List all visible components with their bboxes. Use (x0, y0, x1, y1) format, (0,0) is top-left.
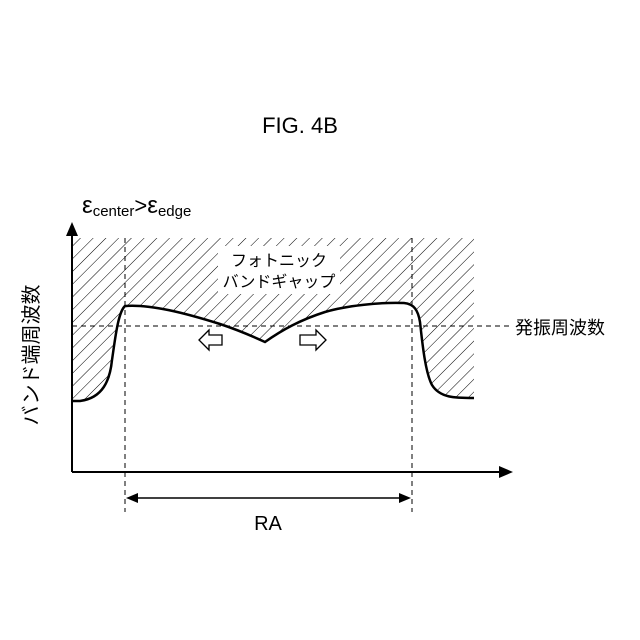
right-shift-arrow-icon (300, 330, 326, 350)
left-shift-arrow-icon (199, 330, 222, 350)
epsilon-center-symbol: ε (82, 192, 93, 219)
y-axis-arrowhead-icon (66, 222, 78, 236)
permittivity-condition: εcenter>εedge (82, 192, 191, 220)
bandgap-label-line1: フォトニック (231, 252, 327, 270)
ra-right-arrowhead-icon (399, 493, 411, 503)
x-axis-arrowhead-icon (499, 466, 513, 478)
epsilon-edge-subscript: edge (158, 203, 191, 220)
x-axis-label: RA (254, 513, 282, 535)
oscillation-frequency-label: 発振周波数 (515, 318, 605, 338)
epsilon-edge-symbol: ε (147, 192, 158, 219)
ra-left-arrowhead-icon (126, 493, 138, 503)
greater-than-operator: > (134, 193, 147, 218)
figure-title: FIG. 4B (262, 113, 338, 138)
y-axis-label: バンド端周波数 (20, 285, 43, 426)
epsilon-center-subscript: center (93, 203, 135, 220)
bandgap-label-line2: バンドギャップ (223, 273, 336, 291)
